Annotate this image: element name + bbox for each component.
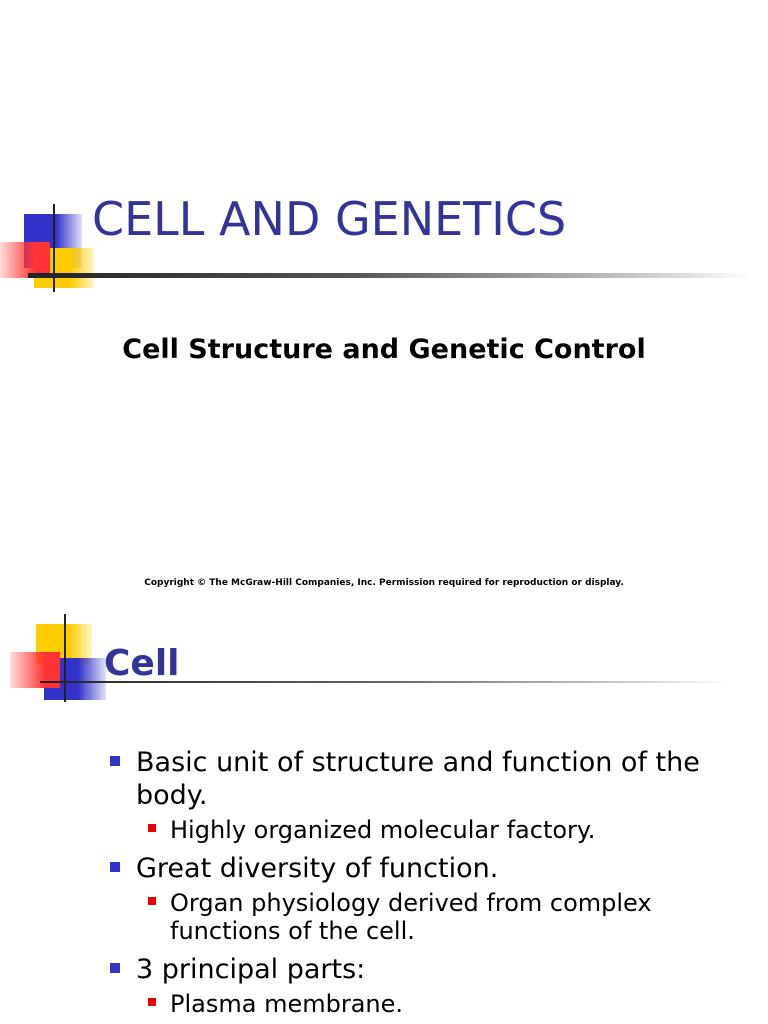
- copyright-notice: Copyright © The McGraw-Hill Companies, I…: [144, 578, 624, 588]
- title-divider: [40, 681, 730, 683]
- bullet-text: Plasma membrane.: [170, 990, 404, 1018]
- bullet-item: Great diversity of function.: [106, 852, 726, 885]
- bullet-text: 3 principal parts:: [136, 954, 366, 985]
- red-square-bullet-icon: [148, 824, 156, 832]
- bullet-text: Basic unit of structure and function of …: [136, 747, 700, 811]
- bullet-text: Highly organized molecular factory.: [170, 816, 596, 844]
- bullet-item: Basic unit of structure and function of …: [106, 746, 726, 812]
- bullet-text: Organ physiology derived from complex fu…: [170, 889, 652, 945]
- title-divider: [28, 273, 753, 278]
- decorative-squares-logo: [0, 606, 110, 706]
- sub-bullet-item: Plasma membrane.: [106, 990, 726, 1018]
- slide-1: CELL AND GENETICS Cell Structure and Gen…: [0, 192, 753, 588]
- slide-2: Cell Basic unit of structure and functio…: [0, 606, 768, 1024]
- slide-title: CELL AND GENETICS: [92, 192, 567, 246]
- bullet-text: Great diversity of function.: [136, 853, 499, 884]
- decorative-squares-logo: [0, 200, 100, 300]
- sub-bullet-item: Highly organized molecular factory.: [106, 816, 726, 844]
- slide-title: Cell: [104, 643, 180, 684]
- square-bullet-icon: [110, 756, 120, 766]
- slide-subtitle: Cell Structure and Genetic Control: [122, 334, 646, 365]
- red-square-bullet-icon: [148, 998, 156, 1006]
- red-square-bullet-icon: [148, 897, 156, 905]
- bullet-item: 3 principal parts:: [106, 953, 726, 986]
- sub-bullet-item: Organ physiology derived from complex fu…: [106, 889, 726, 945]
- bullet-list: Basic unit of structure and function of …: [106, 746, 726, 1024]
- square-bullet-icon: [110, 862, 120, 872]
- square-bullet-icon: [110, 963, 120, 973]
